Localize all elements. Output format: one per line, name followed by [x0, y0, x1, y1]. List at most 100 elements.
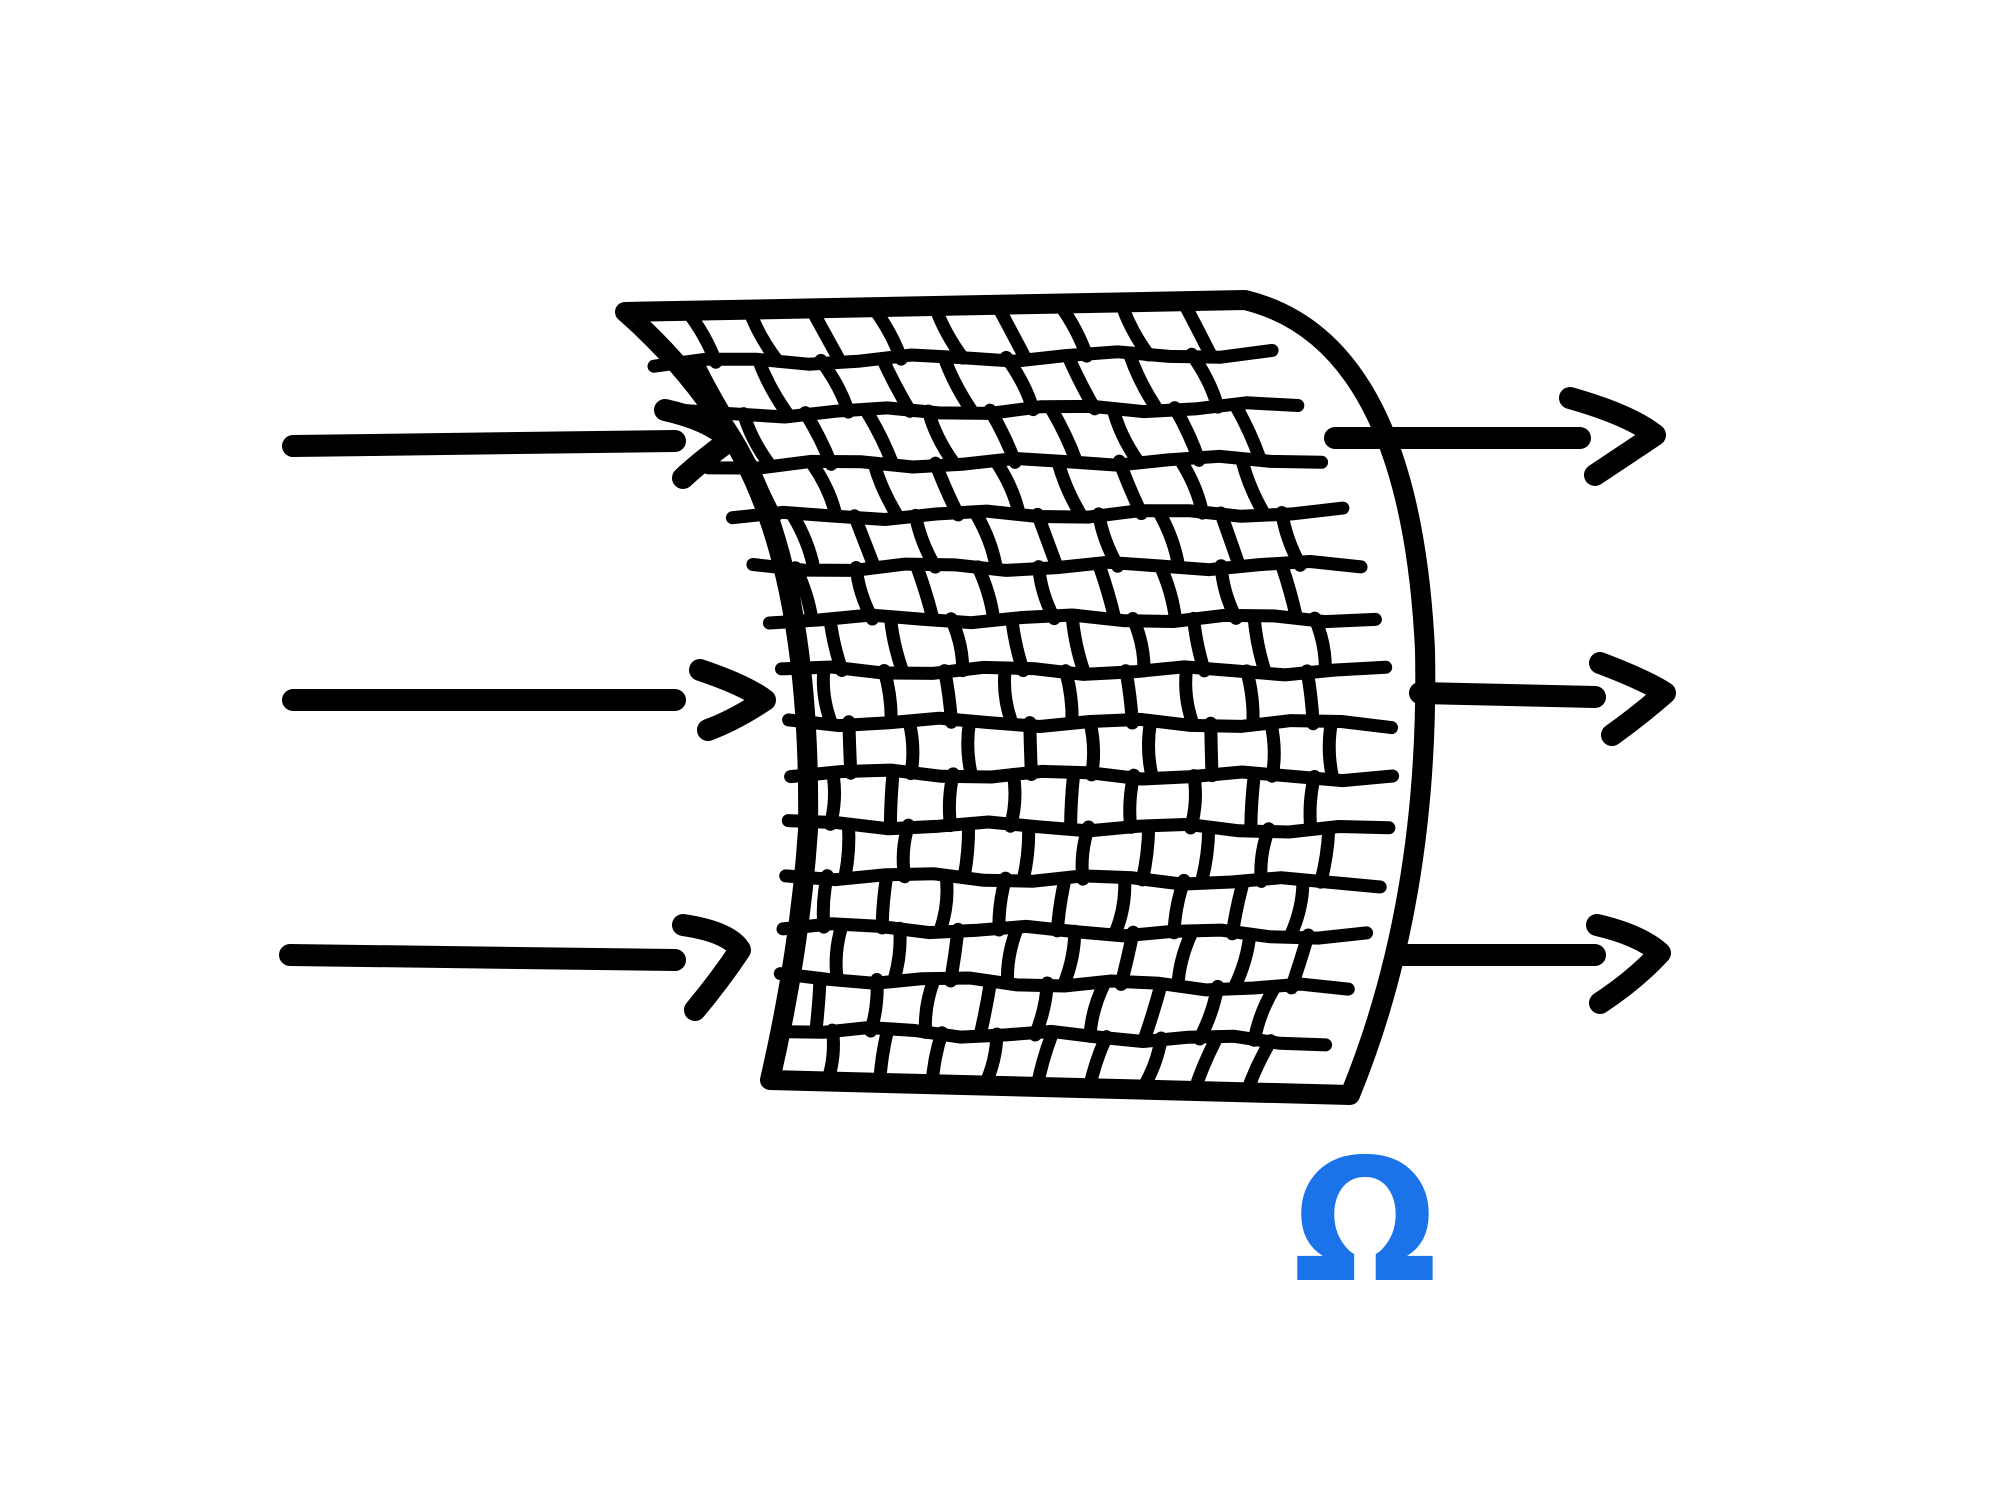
mesh-vertical-stroke	[896, 818, 915, 884]
mesh-vertical-stroke	[1179, 664, 1200, 730]
mesh-vertical-stroke	[1051, 455, 1087, 521]
mesh-vertical-stroke	[1059, 664, 1079, 730]
mesh-vertical-stroke	[1275, 506, 1307, 572]
mesh-vertical-stroke	[902, 715, 920, 781]
mesh-vertical-stroke	[1174, 454, 1209, 520]
mesh-vertical-stroke	[1193, 979, 1225, 1046]
mesh-vertical-stroke	[1187, 611, 1211, 678]
mesh-vertical-stroke	[1057, 924, 1082, 990]
mesh-vertical-stroke	[1083, 977, 1111, 1043]
mesh-vertical-stroke	[1171, 926, 1198, 993]
mesh-vertical-stroke	[1167, 873, 1191, 940]
mesh-vertical-stroke	[1204, 716, 1219, 783]
mesh-vertical-stroke	[1285, 928, 1315, 995]
mesh-vertical-stroke	[928, 456, 965, 522]
mesh-vertical-stroke	[1135, 821, 1156, 887]
mesh-vertical-stroke	[957, 819, 976, 884]
mesh-vertical-stroke	[997, 664, 1019, 729]
mesh-vertical-stroke	[816, 663, 838, 729]
mesh-vertical-stroke	[1092, 507, 1125, 573]
mesh-vertical-stroke	[860, 405, 899, 471]
mesh-vertical-stroke	[1093, 559, 1122, 625]
mesh-vertical-stroke	[849, 561, 879, 626]
mesh-vertical-stroke	[1214, 506, 1246, 573]
mesh-vertical-stroke	[992, 871, 1013, 937]
mesh-vertical-stroke	[1061, 349, 1102, 416]
mesh-vertical-stroke	[1254, 822, 1276, 888]
mesh-vertical-stroke	[938, 351, 978, 417]
mesh-vertical-stroke	[1300, 664, 1320, 731]
mesh-filter-outline	[615, 290, 1436, 1105]
mesh-vertical-stroke	[999, 350, 1040, 417]
mesh-vertical-stroke	[1142, 716, 1159, 782]
mesh-vertical-stroke	[1123, 768, 1141, 834]
outgoing-arrow-bottom	[1389, 914, 1671, 1014]
mesh-vertical-stroke	[737, 407, 777, 472]
mesh-vertical-stroke	[838, 818, 856, 883]
mesh-vertical-stroke	[814, 353, 855, 419]
mesh-vertical-stroke	[876, 352, 917, 418]
mesh-vertical-stroke	[875, 870, 894, 935]
mesh-vertical-stroke	[1050, 872, 1072, 938]
mesh-vertical-stroke	[961, 715, 978, 781]
mesh-vertical-stroke	[990, 456, 1026, 521]
mesh-vertical-stroke	[1275, 558, 1304, 625]
mesh-vertical-stroke	[1168, 401, 1206, 467]
mesh-vertical-stroke	[1229, 400, 1267, 467]
mesh-vertical-stroke	[1214, 559, 1243, 625]
mesh-vertical-stroke	[1185, 347, 1225, 414]
mesh-vertical-stroke	[1240, 664, 1260, 730]
mesh-vertical-stroke	[798, 406, 838, 471]
mesh-vertical-stroke	[877, 664, 898, 729]
mesh-vertical-stroke	[1153, 506, 1185, 573]
mesh-vertical-stroke	[1017, 819, 1036, 885]
mesh-vertical-stroke	[1308, 611, 1332, 678]
mesh-vertical-stroke	[1225, 874, 1250, 941]
mesh-vertical-stroke	[1264, 717, 1281, 783]
mesh-vertical-stroke	[1005, 612, 1030, 678]
mesh-vertical-stroke	[1045, 402, 1083, 469]
mesh-vertical-stroke	[918, 974, 941, 1039]
mesh-vertical-stroke	[1314, 822, 1336, 889]
mesh-vertical-stroke	[1023, 716, 1038, 781]
mesh-vertical-stroke	[1000, 923, 1023, 989]
mesh-vertical-stroke	[1195, 821, 1216, 888]
mesh-vertical-stroke	[884, 612, 909, 677]
mesh-vertical-stroke	[786, 509, 821, 575]
mesh-vertical-stroke	[973, 975, 997, 1041]
mesh-vertical-stroke	[842, 715, 858, 780]
mesh-vertical-stroke	[1064, 768, 1081, 834]
omega-symbol-label: Ω	[1293, 1123, 1438, 1321]
mesh-vertical-stroke	[1244, 769, 1261, 836]
mesh-vertical-stroke	[752, 355, 794, 420]
mesh-vertical-stroke	[921, 404, 961, 470]
mesh-vertical-stroke	[1138, 978, 1168, 1045]
outgoing-arrow-middle	[1409, 652, 1676, 746]
mesh-vertical-stroke	[1119, 664, 1139, 730]
incoming-arrow-middle	[282, 659, 776, 741]
mesh-vertical-stroke	[934, 870, 954, 936]
mesh-vertical-stroke	[1004, 767, 1022, 833]
incoming-arrows	[279, 399, 776, 1021]
mesh-vertical-stroke	[1284, 875, 1310, 942]
mesh-vertical-stroke	[883, 767, 900, 832]
outgoing-arrows	[1324, 387, 1676, 1014]
mesh-vertical-stroke	[971, 560, 1001, 626]
mesh-vertical-stroke	[823, 766, 842, 831]
mesh-vertical-stroke	[1235, 453, 1270, 520]
mesh-vertical-stroke	[944, 922, 965, 988]
mesh-vertical-stroke	[1184, 769, 1202, 835]
mesh-vertical-stroke	[1106, 402, 1145, 468]
mesh-vertical-stroke	[1031, 507, 1064, 573]
mesh-vertical-stroke	[816, 869, 834, 934]
mesh-vertical-stroke	[1228, 927, 1257, 994]
mesh-vertical-stroke	[864, 973, 884, 1038]
mesh-vertical-stroke	[809, 971, 827, 1037]
mesh-vertical-stroke	[1114, 925, 1140, 991]
mesh-vertical-stroke	[942, 767, 960, 833]
mesh-filter	[615, 290, 1436, 1105]
incoming-arrow-bottom	[279, 914, 751, 1021]
incoming-arrow-top	[282, 399, 741, 489]
mesh-vertical-stroke	[1153, 559, 1182, 625]
mesh-vertical-stroke	[1032, 560, 1061, 626]
